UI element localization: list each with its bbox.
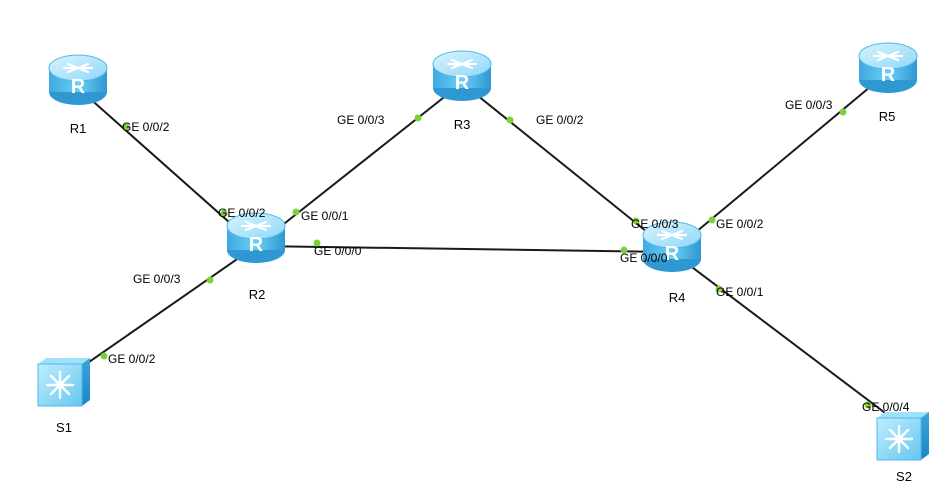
node-label-r4: R4 bbox=[669, 290, 686, 305]
port-dot-r2-ge000[interactable] bbox=[313, 239, 321, 247]
router-r3[interactable]: R bbox=[432, 50, 492, 101]
port-dot-r1-ge002[interactable] bbox=[122, 123, 130, 131]
port-label-r2-ge000: GE 0/0/0 bbox=[314, 244, 362, 258]
node-label-r5: R5 bbox=[879, 109, 896, 124]
link-r2-s1[interactable] bbox=[65, 245, 257, 379]
port-dot-r5-ge003[interactable] bbox=[839, 108, 847, 116]
svg-text:R: R bbox=[881, 64, 896, 86]
port-label-r3-ge002: GE 0/0/2 bbox=[536, 113, 584, 127]
link-r4-s2[interactable] bbox=[671, 251, 906, 429]
port-dot-r2-ge001[interactable] bbox=[292, 208, 300, 216]
port-dot-r3-ge002[interactable] bbox=[506, 116, 514, 124]
router-r5[interactable]: R bbox=[858, 42, 918, 93]
port-label-s2-ge004: GE 0/0/4 bbox=[862, 400, 910, 414]
link-r4-r5[interactable] bbox=[671, 71, 889, 253]
port-dots-layer bbox=[100, 108, 872, 409]
router-r4[interactable]: R bbox=[642, 221, 702, 272]
node-label-r2: R2 bbox=[249, 287, 266, 302]
port-label-r4-ge002: GE 0/0/2 bbox=[716, 217, 764, 231]
router-icon: R bbox=[48, 54, 108, 105]
port-dot-s2-ge004[interactable] bbox=[864, 401, 872, 409]
svg-text:R: R bbox=[249, 234, 264, 256]
port-label-r4-ge000: GE 0/0/0 bbox=[620, 251, 668, 265]
router-icon: R bbox=[858, 42, 918, 93]
port-dot-r4-ge000[interactable] bbox=[620, 246, 628, 254]
port-label-r2-ge002: GE 0/0/2 bbox=[218, 206, 266, 220]
devices-layer: R R R bbox=[37, 42, 929, 461]
port-dot-r4-ge003[interactable] bbox=[632, 217, 640, 225]
router-icon: R bbox=[432, 50, 492, 101]
port-labels-layer: GE 0/0/2 GE 0/0/2 GE 0/0/1 GE 0/0/3 GE 0… bbox=[108, 98, 910, 414]
port-label-r5-ge003: GE 0/0/3 bbox=[785, 98, 833, 112]
port-dot-s1-ge002[interactable] bbox=[100, 352, 108, 360]
port-dot-r4-ge001[interactable] bbox=[715, 285, 723, 293]
port-label-r1-ge002: GE 0/0/2 bbox=[122, 120, 170, 134]
node-label-s2: S2 bbox=[896, 469, 912, 484]
svg-text:R: R bbox=[665, 243, 680, 265]
link-r2-r4[interactable] bbox=[255, 245, 673, 253]
router-icon: R bbox=[226, 212, 286, 263]
router-r1[interactable]: R bbox=[48, 54, 108, 105]
node-labels-layer: R1 R2 R3 R4 R5 S1 S2 bbox=[56, 109, 912, 484]
switch-icon bbox=[37, 358, 90, 407]
node-label-r3: R3 bbox=[454, 117, 471, 132]
links-layer bbox=[65, 71, 906, 429]
port-dot-r4-ge002[interactable] bbox=[708, 216, 716, 224]
svg-text:R: R bbox=[71, 76, 86, 98]
link-r2-r3[interactable] bbox=[255, 82, 463, 247]
link-r1-r2[interactable] bbox=[77, 87, 257, 247]
port-dot-r2-ge003[interactable] bbox=[206, 276, 214, 284]
node-label-s1: S1 bbox=[56, 420, 72, 435]
switch-s2[interactable] bbox=[876, 412, 929, 461]
port-label-r4-ge001: GE 0/0/1 bbox=[716, 285, 764, 299]
switch-icon bbox=[876, 412, 929, 461]
port-label-s1-ge002: GE 0/0/2 bbox=[108, 352, 156, 366]
node-label-r1: R1 bbox=[70, 121, 87, 136]
router-icon: R bbox=[642, 221, 702, 272]
port-dot-r2-ge002[interactable] bbox=[220, 209, 228, 217]
port-label-r2-ge003: GE 0/0/3 bbox=[133, 272, 181, 286]
port-label-r3-ge003: GE 0/0/3 bbox=[337, 113, 385, 127]
switch-s1[interactable] bbox=[37, 358, 90, 407]
svg-text:R: R bbox=[455, 72, 470, 94]
port-dot-r3-ge003[interactable] bbox=[414, 114, 422, 122]
port-label-r4-ge003: GE 0/0/3 bbox=[631, 217, 679, 231]
port-label-r2-ge001: GE 0/0/1 bbox=[301, 209, 349, 223]
router-r2[interactable]: R bbox=[226, 212, 286, 263]
